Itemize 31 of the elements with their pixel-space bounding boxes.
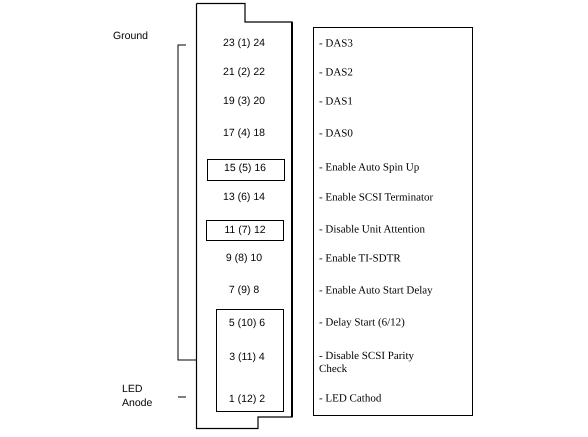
function-label: - Disable Unit Attention xyxy=(319,224,426,236)
pin-number: 15 (5) 16 xyxy=(224,162,266,174)
pin-number: 23 (1) 24 xyxy=(222,38,266,48)
pin-number: 1 (12) 2 xyxy=(228,394,266,404)
function-label: - LED Cathod xyxy=(319,392,382,406)
pin-number: 11 (7) 12 xyxy=(224,224,266,236)
pin-number: 13 (6) 14 xyxy=(222,192,266,202)
function-label: - DAS1 xyxy=(319,96,354,108)
jumper-box xyxy=(207,159,285,181)
pin-number: 3 (11) 4 xyxy=(229,352,265,362)
pin-number: 19 (3) 20 xyxy=(222,96,266,106)
pin-number: 17 (4) 18 xyxy=(222,128,266,138)
function-label: - Enable Auto Spin Up xyxy=(319,162,420,174)
function-label: - Disable SCSI Parity Check xyxy=(319,350,416,376)
function-label: - Enable TI-SDTR xyxy=(319,252,402,266)
pin-number: 21 (2) 22 xyxy=(222,66,266,78)
jumper-box xyxy=(216,309,284,412)
jumper-box xyxy=(206,220,284,241)
function-label: - DAS2 xyxy=(319,66,354,80)
pin-number: 9 (8) 10 xyxy=(226,252,262,264)
function-label: - Enable Auto Start Delay xyxy=(319,284,434,298)
function-label: - DAS0 xyxy=(319,128,354,140)
pin-number: 7 (9) 8 xyxy=(228,284,260,296)
pin-number: 5 (10) 6 xyxy=(228,318,266,328)
function-label: - Enable SCSI Terminator xyxy=(319,192,434,204)
side-label: Ground xyxy=(113,29,150,43)
side-label: LED Anode xyxy=(122,382,154,410)
connector-outline xyxy=(196,3,293,429)
function-list-box xyxy=(313,27,473,416)
function-label: - Delay Start (6/12) xyxy=(319,316,406,330)
function-label: - DAS3 xyxy=(319,38,354,50)
